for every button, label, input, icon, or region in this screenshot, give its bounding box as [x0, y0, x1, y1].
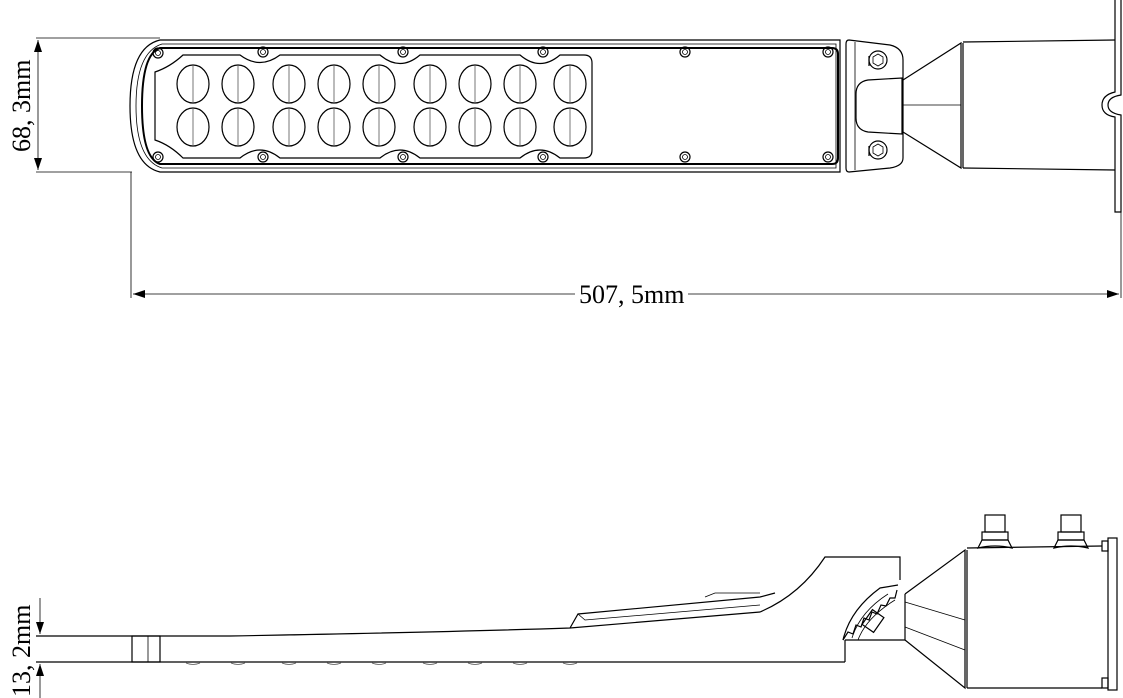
dimension-label-height: 68, 3mm [7, 60, 36, 152]
dimension-label-length: 507, 5mm [579, 280, 684, 309]
dimension-length: 507, 5mm [130, 172, 1122, 309]
dimension-label-thickness: 13, 2mm [7, 605, 36, 697]
dimension-height: 68, 3mm [7, 37, 160, 173]
cable-glands [976, 514, 1090, 549]
led-lens-grid [176, 64, 587, 147]
side-view: 13, 2mm [7, 514, 1118, 698]
dimension-thickness: 13, 2mm [7, 598, 44, 698]
top-view: 68, 3mm 507, 5mm [7, 0, 1122, 309]
screws [152, 46, 834, 163]
mounting-bracket [845, 0, 1122, 213]
